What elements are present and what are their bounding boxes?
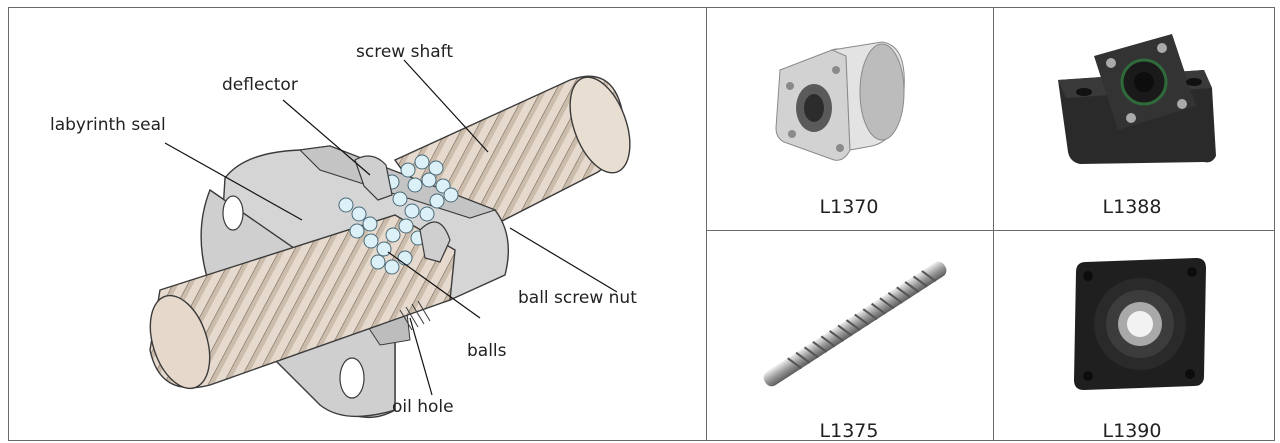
product-code-l1388: L1388 (1102, 196, 1162, 218)
leader-lines (164, 59, 618, 396)
divider-left (706, 7, 707, 441)
flanged-nut-icon (775, 41, 905, 161)
deflector (354, 155, 451, 263)
label-balls: balls (467, 341, 507, 361)
label-oil-hole: oil hole (392, 397, 454, 417)
label-ball-screw-nut: ball screw nut (518, 288, 637, 308)
product-code-l1390: L1390 (1102, 420, 1162, 442)
support-block-icon (1058, 34, 1216, 164)
ball-screw-shaft-icon (763, 261, 947, 387)
oil-hole-detail (399, 300, 431, 331)
divider-right (993, 7, 994, 441)
divider-middle (706, 230, 1275, 231)
label-deflector: deflector (222, 75, 298, 95)
balls-group (338, 154, 459, 275)
label-screw-shaft: screw shaft (356, 42, 453, 62)
ball-screw-cutaway-diagram (149, 59, 631, 419)
product-code-l1370: L1370 (819, 196, 879, 218)
flange-bearing-unit-icon (1074, 258, 1206, 390)
product-code-l1375: L1375 (819, 420, 879, 442)
label-labyrinth-seal: labyrinth seal (50, 115, 166, 135)
